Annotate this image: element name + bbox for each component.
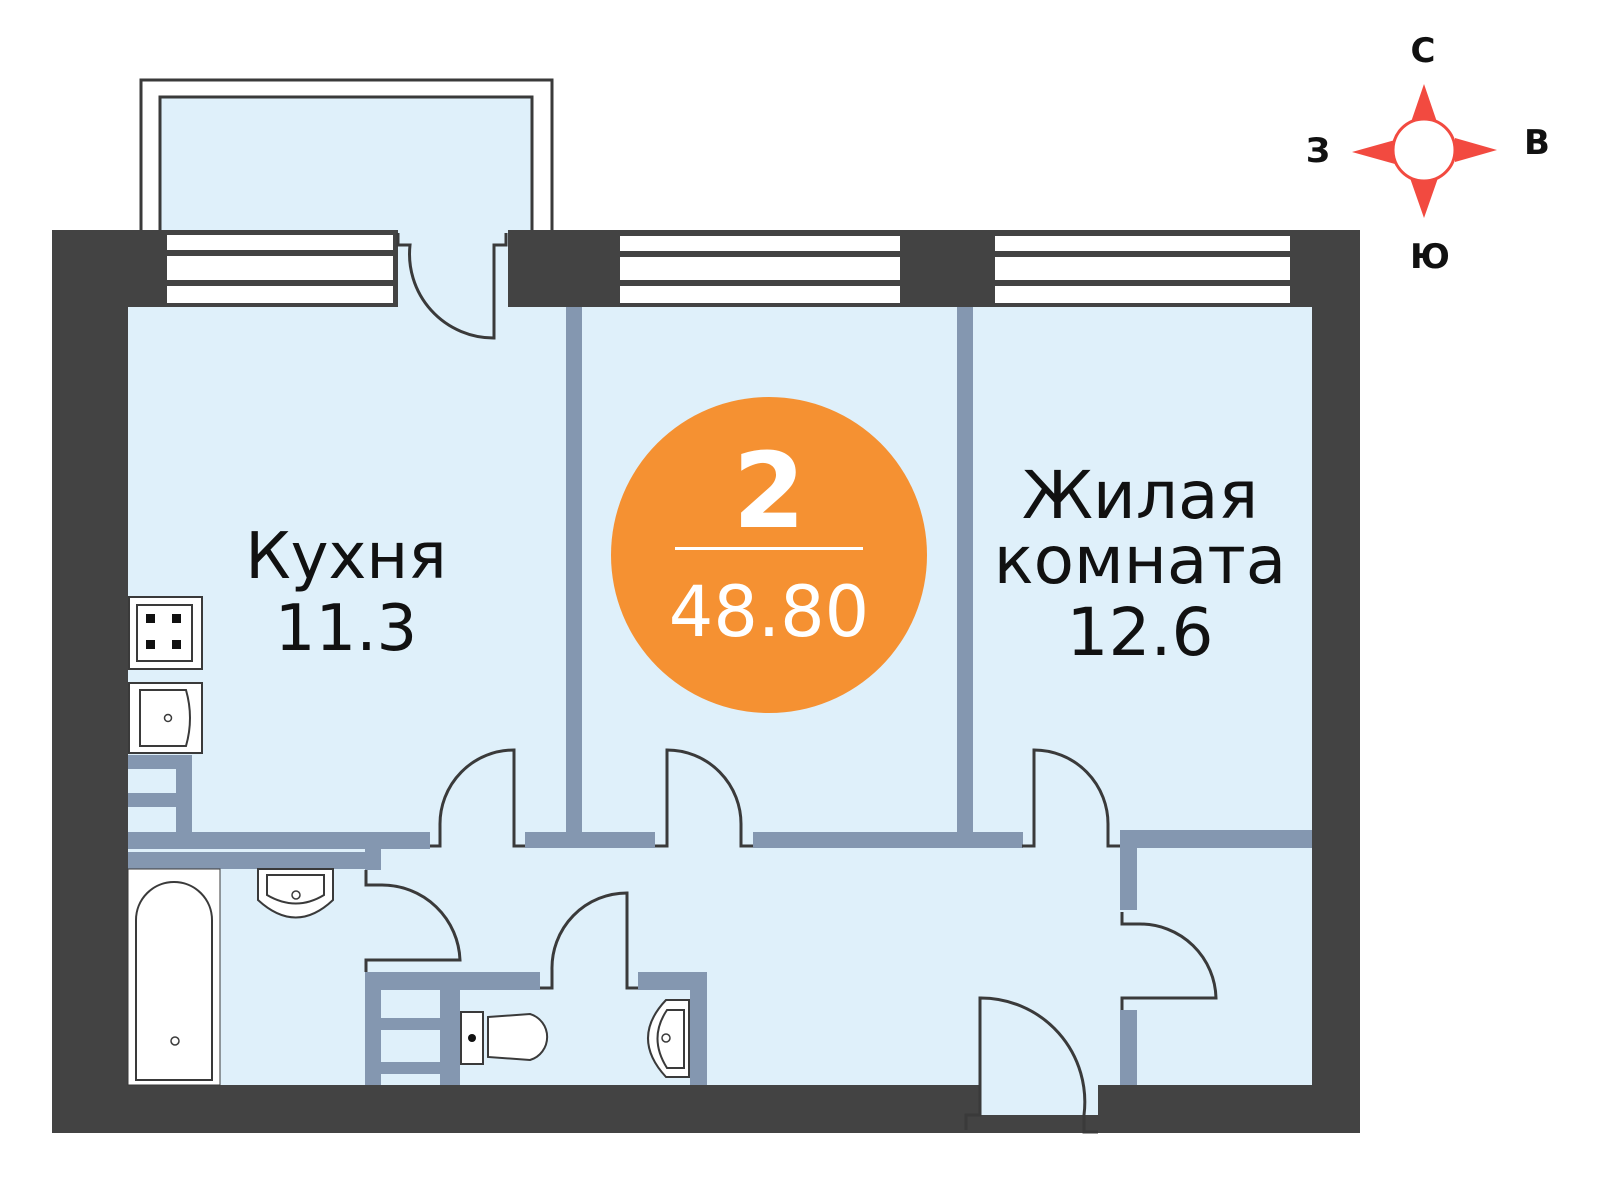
living-room-area: 12.6 [1067,594,1214,671]
compass-east: В [1524,123,1550,163]
window-living-room [995,236,1290,303]
living-room-name-line1: Жилая [1022,457,1258,534]
balcony-door-opening [398,230,508,308]
toilet-door[interactable] [540,891,638,990]
compass-rose-icon [1352,84,1497,218]
rooms-count: 2 [733,430,805,552]
bathtub-icon [127,868,221,1086]
total-area: 48.80 [669,571,869,653]
kitchen-name: Кухня [245,520,447,594]
kitchen-door[interactable] [430,748,525,848]
closet-door[interactable] [1120,912,1218,1010]
entrance-opening [980,1083,1098,1115]
window-middle [620,236,900,303]
kitchen-area: 11.3 [275,592,418,666]
compass-north: С [1411,31,1436,71]
living-room-door[interactable] [1022,748,1120,848]
balcony [139,78,554,234]
bathroom-door[interactable] [364,870,462,972]
balcony-door[interactable] [396,233,508,340]
middle-room-door[interactable] [655,748,753,848]
bathroom-sink-icon [257,868,334,919]
toilet-sink-icon [647,999,690,1078]
inner-walls [128,307,1312,1085]
kitchen-sink-icon [128,682,203,754]
compass-west: З [1306,131,1330,171]
living-room-name-line2: комната [994,522,1287,599]
apartment-badge: 2 48.80 [611,397,927,713]
entrance-door[interactable] [964,996,1098,1134]
window-kitchen [165,233,395,305]
toilet-icon [460,1011,549,1065]
compass-south: Ю [1410,237,1450,277]
stove-icon [128,596,203,670]
